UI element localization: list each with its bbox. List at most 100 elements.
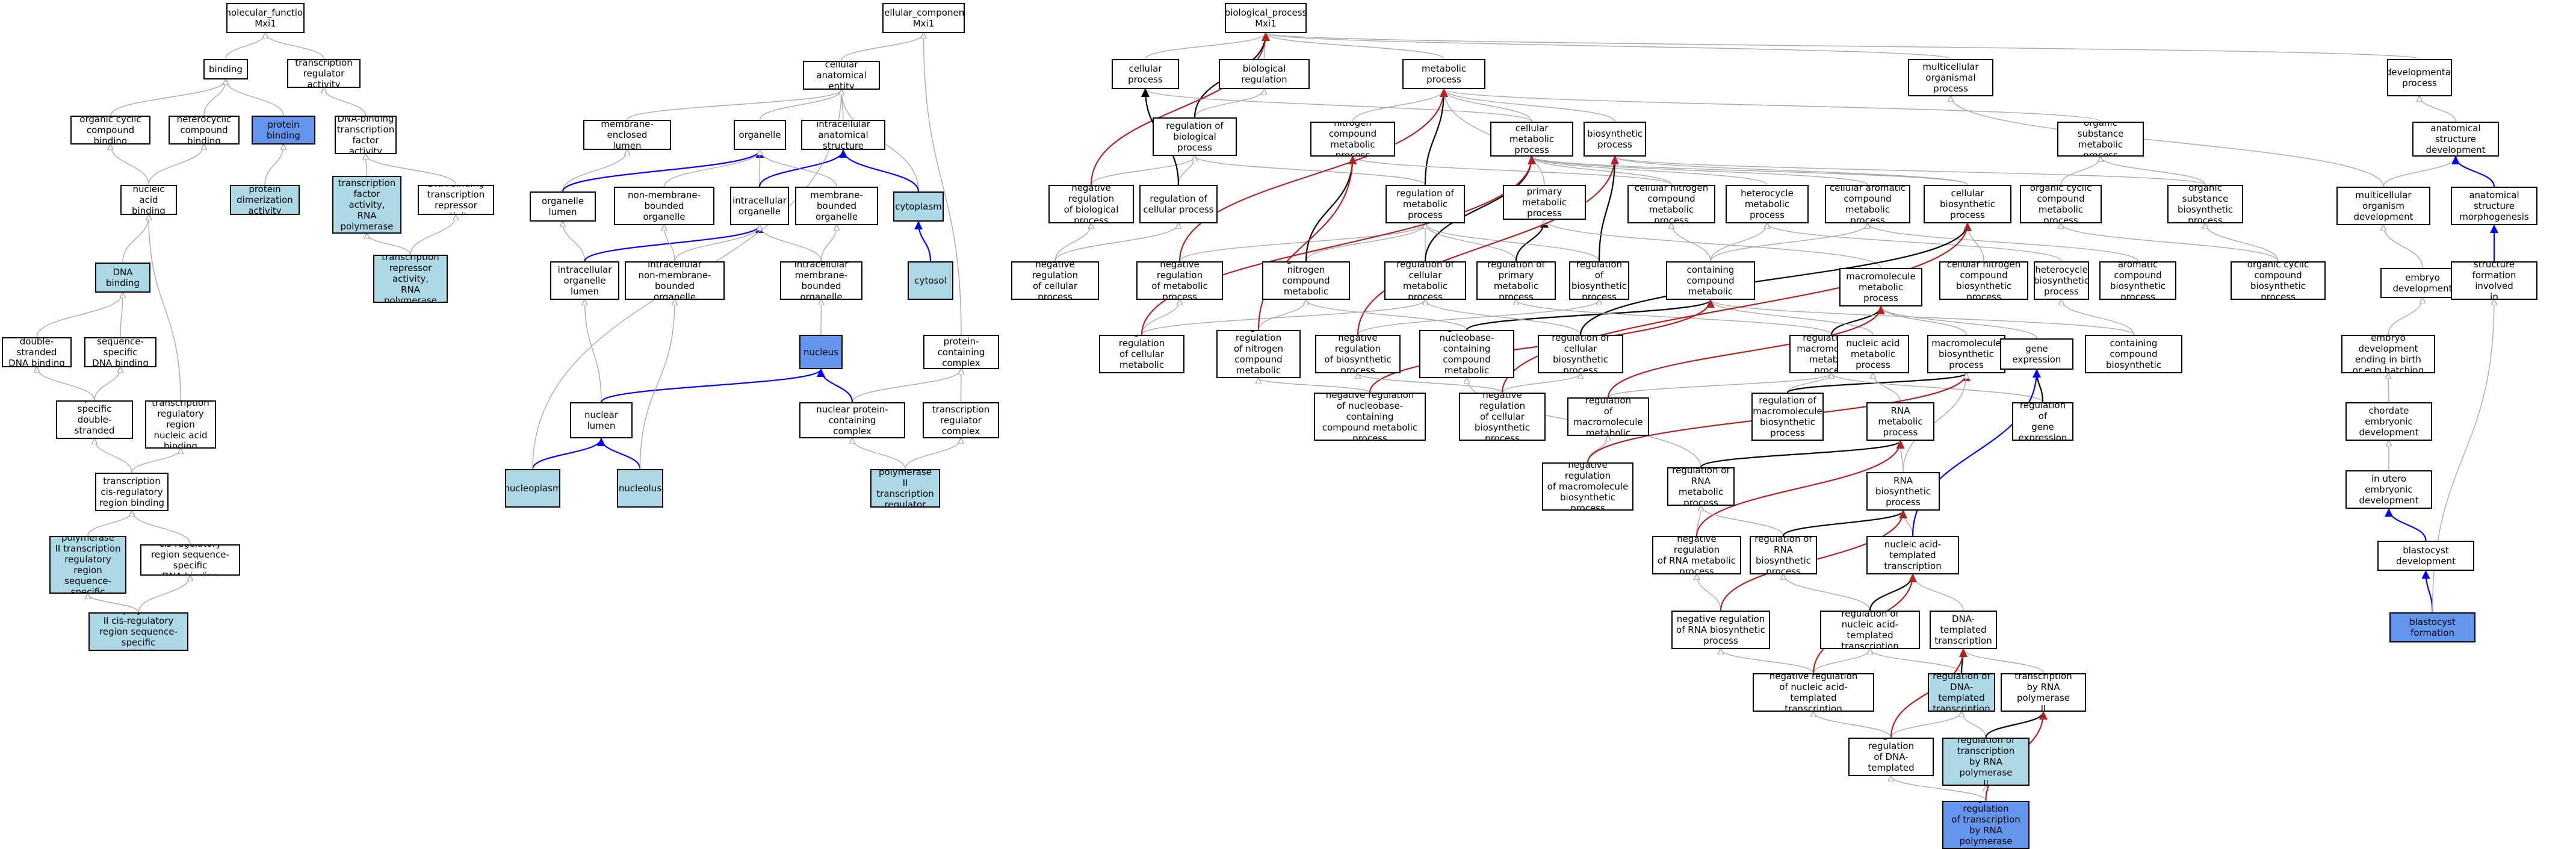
edge-pcc-to-cc bbox=[924, 33, 962, 335]
edge-cncmp-to-cmp bbox=[1532, 157, 1672, 185]
edge-cp-to-bp bbox=[1145, 33, 1266, 60]
edge-ge-to-macmp bbox=[1881, 306, 2037, 339]
edge-nrcp-to-rcp bbox=[1054, 223, 1178, 262]
edge-nbccbp-to-hbp bbox=[2061, 300, 2134, 335]
edge-rrnabsp-to-rbsp2 bbox=[1782, 510, 1907, 536]
edge-asm-to-asd bbox=[2451, 156, 2495, 187]
go-term-rp2trc: RNA polymerase II transcription regulato… bbox=[870, 469, 940, 508]
go-term-macmp: macromolecule metabolic process bbox=[1839, 268, 1922, 306]
edge-nrnbccmp-to-nrncmp bbox=[1259, 378, 1370, 393]
edge-nrdtt-to-nrnatt bbox=[1813, 712, 1892, 738]
edge-pda-to-pb bbox=[264, 145, 283, 185]
edge-osbp-to-osmp bbox=[2101, 157, 2206, 185]
edge-rnbccmp-to-rncmp bbox=[1306, 300, 1467, 331]
edge-imbo-to-io bbox=[760, 225, 822, 262]
edge-nrrnamp-to-rnamp bbox=[1695, 440, 1905, 536]
edge-rcbp-to-cbp bbox=[1579, 223, 1972, 335]
go-term-dnab: DNA binding bbox=[95, 263, 150, 293]
go-term-trc: transcription regulator complex bbox=[923, 402, 999, 438]
edge-npcc-to-nucleus bbox=[817, 369, 853, 403]
go-term-occbp: organic cyclic compound biosynthetic pro… bbox=[2231, 261, 2326, 300]
go-term-ias: intracellular anatomical structure bbox=[801, 120, 885, 150]
go-term-mel: membrane-enclosed lumen bbox=[583, 120, 671, 150]
go-term-hcb: heterocyclic compound binding bbox=[169, 116, 240, 145]
edge-rrnabsp-to-rrnamp bbox=[1701, 506, 1784, 536]
edge-inmbo-to-io bbox=[674, 225, 760, 262]
go-term-namp: nucleic acid metabolic process bbox=[1837, 335, 1909, 373]
go-term-hmp: heterocycle metabolic process bbox=[1726, 185, 1809, 223]
go-term-rmbsp: regulation of macromolecule biosynthetic… bbox=[1751, 393, 1824, 441]
go-term-osbp: organic substance biosynthetic process bbox=[2167, 185, 2243, 223]
edge-crrss-to-tcrrb bbox=[132, 511, 191, 545]
go-term-nrmmp: negative regulation of macromolecule met… bbox=[1567, 397, 1649, 436]
edge-rmp-to-rbp bbox=[1195, 156, 1426, 185]
go-term-bsp: biosynthetic process bbox=[1584, 122, 1646, 157]
edge-tra-to-mf bbox=[265, 33, 324, 60]
go-term-cncbp: cellular nitrogen compound biosynthetic … bbox=[1939, 261, 2028, 300]
edge-npcc-to-pcc bbox=[852, 369, 961, 403]
edge-nrbp-to-rbp bbox=[1091, 156, 1195, 185]
edge-nrncmp-to-ncmp bbox=[1257, 156, 1357, 331]
go-term-osmp: organic substance metabolic process bbox=[2057, 122, 2144, 157]
edge-rtrp2-to-trp2 bbox=[1985, 711, 2048, 738]
edge-ocb-to-binding bbox=[110, 79, 226, 116]
edge-dbtra-to-dbtf bbox=[366, 154, 457, 185]
edge-iol-to-ol bbox=[563, 222, 586, 262]
go-term-iol: intracellular organelle lumen bbox=[550, 261, 619, 300]
go-term-dsdna: double-stranded DNA binding bbox=[2, 337, 72, 367]
edge-occbp-to-occmp bbox=[2061, 223, 2279, 262]
edge-nbccmp-to-hmp bbox=[1710, 223, 1767, 262]
edge-natt-to-rbsp2 bbox=[1903, 511, 1913, 536]
go-term-rp2crr: RNA polymerase II cis-regulatory region … bbox=[88, 612, 188, 651]
edge-cncmp-to-ncmp bbox=[1353, 157, 1672, 185]
go-term-cytosol: cytosol bbox=[908, 261, 953, 300]
edge-ncmp-to-mp bbox=[1352, 89, 1444, 122]
go-term-dbtra: DNA-binding transcription repressor acti… bbox=[418, 185, 494, 215]
edge-ncl-to-inmbo bbox=[639, 300, 675, 470]
go-term-mbsp: macromolecule biosynthetic process bbox=[1927, 335, 2005, 373]
edge-cncbp-to-cbp bbox=[1968, 223, 1984, 262]
edge-nrcp-to-nrbp bbox=[1054, 223, 1091, 262]
edge-dp-to-bp bbox=[1266, 33, 2420, 60]
go-term-ssdsdna: sequence-specific double-stranded DNA bi… bbox=[56, 400, 133, 439]
go-term-rbp: regulation of biological process bbox=[1153, 117, 1237, 156]
edge-nlumen-to-nucleus bbox=[600, 369, 825, 403]
go-term-mop: multicellular organismal process bbox=[1908, 59, 1993, 96]
go-term-nrbsp: negative regulation of biosynthetic proc… bbox=[1315, 335, 1401, 373]
edge-npl-to-nlumen bbox=[531, 438, 605, 470]
edge-nrmmp-to-rmmp bbox=[1608, 373, 1831, 398]
edge-nrdtt-to-rdtt bbox=[1890, 712, 1961, 738]
edge-rnatt-to-rrnabsp bbox=[1783, 574, 1871, 611]
go-term-dbtra2: DNA-binding transcription repressor acti… bbox=[373, 255, 448, 303]
go-term-edeb: embryo development ending in birth or eg… bbox=[2341, 335, 2435, 373]
edge-ncl-to-nlumen bbox=[597, 438, 641, 470]
edge-nab-to-ocb bbox=[111, 145, 149, 185]
go-term-natt: nucleic acid-templated transcription bbox=[1866, 536, 1959, 574]
edge-dbtf-to-tra bbox=[324, 88, 367, 116]
go-term-acbp: aromatic compound biosynthetic process bbox=[2099, 261, 2176, 300]
go-term-rbsp: regulation of biosynthetic process bbox=[1569, 261, 1629, 300]
edge-bsp-to-mp bbox=[1444, 89, 1615, 122]
edge-mel-to-cae bbox=[627, 90, 841, 120]
go-term-rcmp: regulation of cellular metabolic process bbox=[1384, 261, 1466, 300]
edge-osmp-to-mp bbox=[1444, 89, 2101, 122]
go-term-dtt: DNA-templated transcription bbox=[1930, 611, 1997, 649]
go-term-nrncmp: negative regulation of nitrogen compound… bbox=[1216, 330, 1301, 378]
go-term-pda: protein dimerization activity bbox=[230, 185, 300, 215]
edge-nrcmp-to-nrmp bbox=[1141, 300, 1180, 335]
go-term-mp: metabolic process bbox=[1402, 59, 1485, 89]
go-term-rnatt: regulation of nucleic acid-templated tra… bbox=[1820, 611, 1920, 649]
go-term-crrss: cis-regulatory region sequence-specific … bbox=[140, 544, 240, 576]
go-term-nrmp: negative regulation of metabolic process bbox=[1136, 261, 1223, 300]
edge-ssdsdna-to-dsdna bbox=[37, 367, 95, 401]
edge-cyto-to-ias bbox=[839, 149, 920, 192]
go-term-ssdna: sequence-specific DNA binding bbox=[84, 337, 156, 367]
go-term-ocb: organic cyclic compound binding bbox=[70, 116, 150, 145]
go-term-rmp: regulation of metabolic process bbox=[1386, 185, 1465, 223]
edge-hcb-to-binding bbox=[203, 79, 226, 116]
edge-cacmp-to-cmp bbox=[1532, 157, 1868, 185]
go-term-pb: protein binding bbox=[252, 116, 315, 145]
go-term-nrrnabsp: negative regulation of RNA biosynthetic … bbox=[1671, 611, 1770, 649]
edge-hmp-to-cmp bbox=[1532, 157, 1768, 185]
edge-hbp-to-hmp bbox=[1767, 223, 2062, 262]
